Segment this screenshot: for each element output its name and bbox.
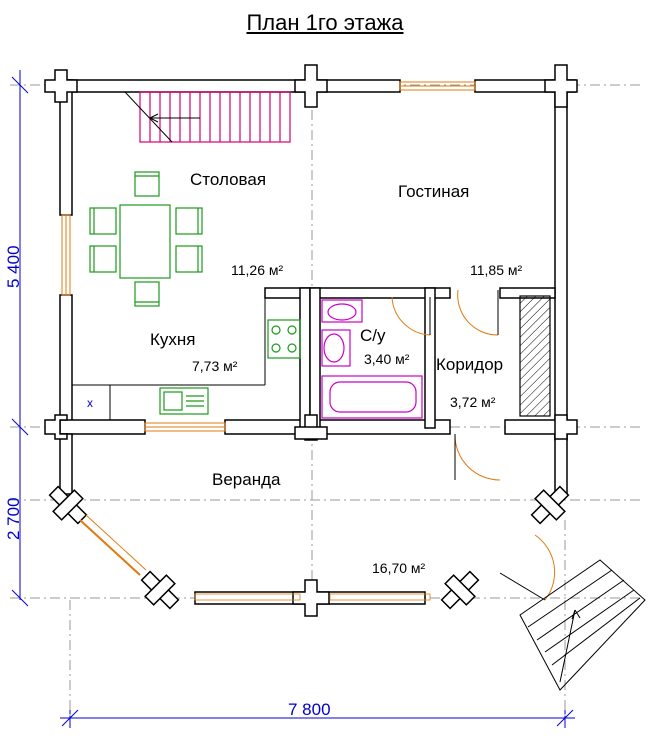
dining-furniture bbox=[89, 171, 203, 307]
kitchen-sink bbox=[159, 387, 209, 415]
stairs bbox=[139, 91, 291, 143]
area-veranda: 16,70 м² bbox=[372, 560, 426, 576]
area-living: 11,85 м² bbox=[470, 262, 523, 278]
room-label-living: Гостиная bbox=[398, 182, 470, 201]
stove bbox=[267, 319, 301, 359]
log-joints bbox=[44, 64, 578, 617]
doors bbox=[391, 289, 556, 601]
stairs-arrow bbox=[124, 91, 200, 143]
area-dining: 11,26 м² bbox=[231, 262, 284, 278]
wardrobe bbox=[519, 295, 551, 417]
bathroom-fixtures bbox=[321, 299, 423, 419]
area-corridor: 3,72 м² bbox=[450, 394, 496, 410]
room-label-bathroom: С/у bbox=[360, 326, 386, 345]
windows bbox=[61, 81, 476, 601]
stove-mark: x bbox=[87, 396, 93, 410]
room-label-corridor: Коридор bbox=[436, 355, 504, 374]
entrance-steps bbox=[519, 559, 646, 691]
dim-height-veranda: 2 700 bbox=[4, 497, 23, 540]
room-label-veranda: Веранда bbox=[212, 470, 281, 489]
dim-width: 7 800 bbox=[288, 700, 331, 719]
dim-height-main: 5 400 bbox=[4, 245, 23, 288]
kitchen-counter bbox=[72, 290, 266, 420]
page-title: План 1го этажа bbox=[246, 10, 404, 35]
area-bathroom: 3,40 м² bbox=[364, 351, 410, 367]
walls bbox=[59, 79, 576, 605]
area-kitchen: 7,73 м² bbox=[192, 358, 238, 374]
room-label-kitchen: Кухня bbox=[150, 330, 196, 349]
room-label-dining: Столовая bbox=[190, 170, 267, 189]
